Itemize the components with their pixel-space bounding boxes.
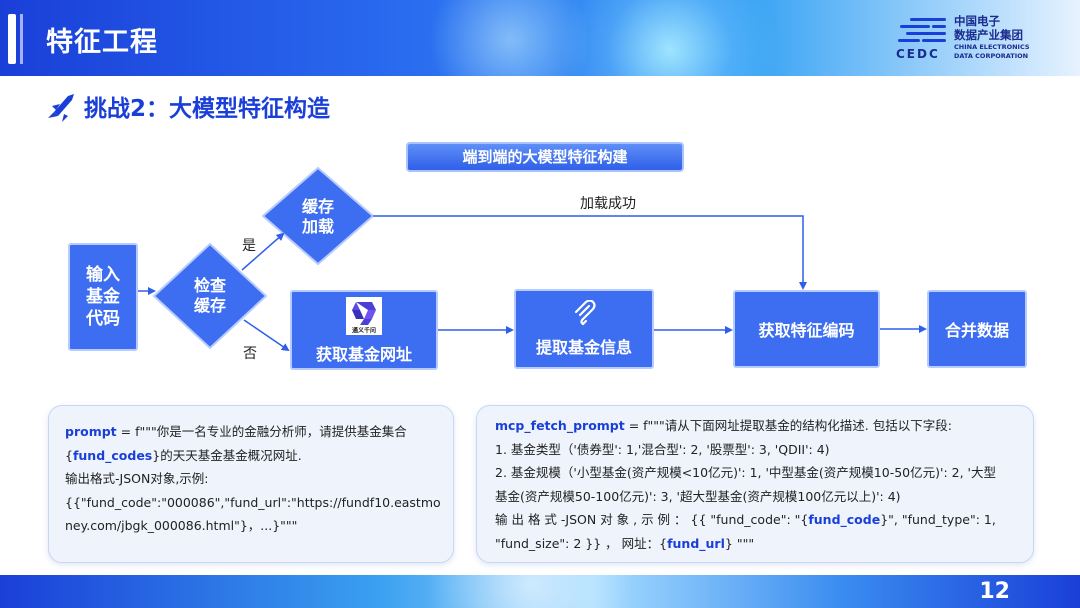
mcp-line-6: "fund_size": 2 }} ， 网址：{fund_url} """ — [495, 535, 755, 551]
logo-text-en: CHINA ELECTRONICS DATA CORPORATION — [954, 43, 1030, 60]
merge-data-box: 合并数据 — [927, 290, 1027, 368]
load-success-label: 加载成功 — [580, 196, 636, 212]
mcp-line-1: mcp_fetch_prompt = f"""请从下面网址提取基金的结构化描述.… — [495, 418, 952, 433]
header-accent-bar — [20, 14, 23, 64]
logo-text-zh: 中国电子 数据产业集团 — [954, 14, 1023, 42]
yes-label: 是 — [242, 238, 256, 254]
page-number: 12 — [979, 579, 1010, 604]
prompt-line-4: {{"fund_code":"000086","fund_url":"https… — [65, 494, 441, 510]
logo-abbr: CEDC — [896, 47, 940, 61]
rocket-icon — [48, 94, 74, 122]
prompt-line-3: 输出格式-JSON对象,示例: — [65, 471, 209, 486]
mcp-link-icon — [574, 300, 596, 326]
get-fund-url-label: 获取基金网址 — [315, 345, 412, 364]
section-subtitle: 挑战2：大模型特征构造 — [84, 96, 331, 122]
prompt-line-1: prompt = f"""你是一名专业的金融分析师，请提供基金集合 — [65, 424, 407, 439]
arrow-load-to-encoding — [373, 215, 807, 290]
extract-fund-info-label: 提取基金信息 — [535, 338, 632, 357]
header-glow — [560, 0, 780, 76]
header-accent-bar — [8, 14, 16, 64]
mcp-line-4: 基金(资产规模50-100亿元)': 3, '超大型基金(资产规模100亿元以上… — [495, 488, 901, 504]
get-feature-encoding-box: 获取特征编码 — [733, 290, 880, 368]
mcp-line-3: 2. 基金规模（'小型基金(资产规模<10亿元)': 1, '中型基金(资产规模… — [495, 465, 996, 480]
prompt-card: prompt = f"""你是一名专业的金融分析师，请提供基金集合 {fund_… — [48, 405, 454, 563]
mcp-line-5: 输 出 格 式 -JSON 对 象 , 示 例 ： {{ "fund_code"… — [495, 512, 996, 527]
cedc-logo: 中国电子 数据产业集团 CHINA ELECTRONICS DATA CORPO… — [896, 14, 1066, 64]
header-banner: 特征工程 中国电子 数据产业集团 CHINA ELECTRONICS DATA … — [0, 0, 1080, 76]
check-cache-label: 检查 缓存 — [193, 276, 226, 315]
load-cache-label: 缓存 加载 — [301, 197, 334, 236]
extract-fund-info-box: 提取基金信息 — [514, 289, 654, 369]
no-label: 否 — [243, 346, 257, 362]
page-title: 特征工程 — [46, 27, 158, 58]
input-fund-code-box: 输入 基金 代码 — [68, 243, 138, 351]
flow-banner: 端到端的大模型特征构建 — [406, 142, 684, 172]
footer-glow — [380, 575, 680, 608]
mcp-fetch-prompt-card: mcp_fetch_prompt = f"""请从下面网址提取基金的结构化描述.… — [476, 405, 1034, 563]
tongyi-logo-icon: 通义千问 — [346, 297, 382, 335]
get-fund-url-box: 通义千问 获取基金网址 — [290, 290, 438, 370]
mcp-line-2: 1. 基金类型（'债券型': 1,'混合型': 2, '股票型': 3, 'QD… — [495, 441, 830, 457]
prompt-line-5: ney.com/jbgk_000086.html"}，...}""" — [65, 518, 298, 533]
svg-text:通义千问: 通义千问 — [352, 327, 376, 335]
footer-band: 12 — [0, 575, 1080, 608]
prompt-line-2: {fund_codes}的天天基金基金概况网址. — [65, 447, 302, 463]
